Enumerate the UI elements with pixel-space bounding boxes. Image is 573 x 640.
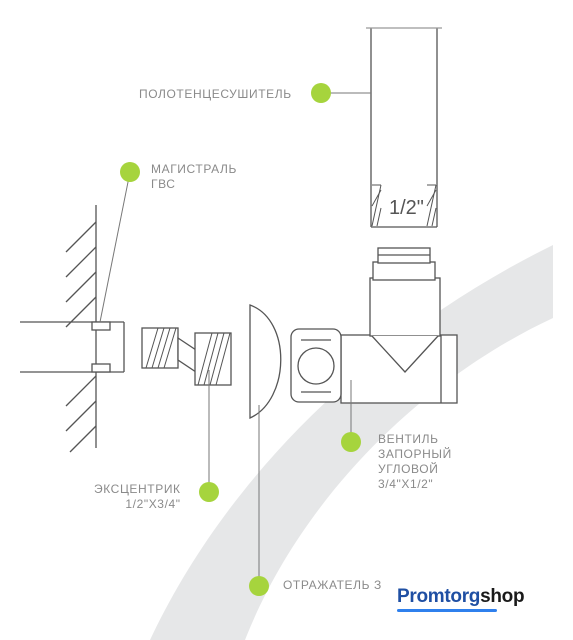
marker-eccentric [199, 482, 219, 502]
pipe-size-label: 1/2" [389, 197, 424, 219]
eccentric-fitting [141, 327, 232, 386]
label-valve-1: ВЕНТИЛЬ [378, 432, 439, 446]
towel-dryer-pipe [366, 27, 442, 228]
label-eccentric: ЭКСЦЕНТРИК 1/2"X3/4" [94, 482, 181, 512]
label-valve-2: ЗАПОРНЫЙ [378, 447, 452, 461]
reflector-plate [249, 304, 282, 420]
label-valve-4: 3/4"X1/2" [378, 477, 434, 491]
marker-reflector [249, 576, 269, 596]
label-eccentric-2: 1/2"X3/4" [125, 497, 181, 511]
logo-part2: shop [480, 586, 525, 607]
main-pipe [20, 321, 125, 373]
label-main-line-2: ГВС [151, 177, 176, 191]
label-towel-dryer: ПОЛОТЕНЦЕСУШИТЕЛЬ [139, 87, 292, 101]
leader-lines [99, 92, 371, 586]
logo-part1: Promtorg [397, 586, 481, 607]
angle-valve [290, 247, 458, 404]
brand-logo: Promtorgshop [397, 586, 525, 608]
marker-valve [341, 432, 361, 452]
label-main-line: МАГИСТРАЛЬ ГВС [151, 162, 237, 192]
marker-main-line [120, 162, 140, 182]
label-eccentric-1: ЭКСЦЕНТРИК [94, 482, 181, 496]
wall [65, 205, 97, 453]
label-main-line-1: МАГИСТРАЛЬ [151, 162, 237, 176]
logo-underline [397, 609, 497, 612]
label-reflector: ОТРАЖАТЕЛЬ З [283, 578, 382, 592]
label-valve-3: УГЛОВОЙ [378, 462, 439, 476]
label-valve: ВЕНТИЛЬ ЗАПОРНЫЙ УГЛОВОЙ 3/4"X1/2" [378, 432, 452, 492]
marker-towel-dryer [311, 83, 331, 103]
